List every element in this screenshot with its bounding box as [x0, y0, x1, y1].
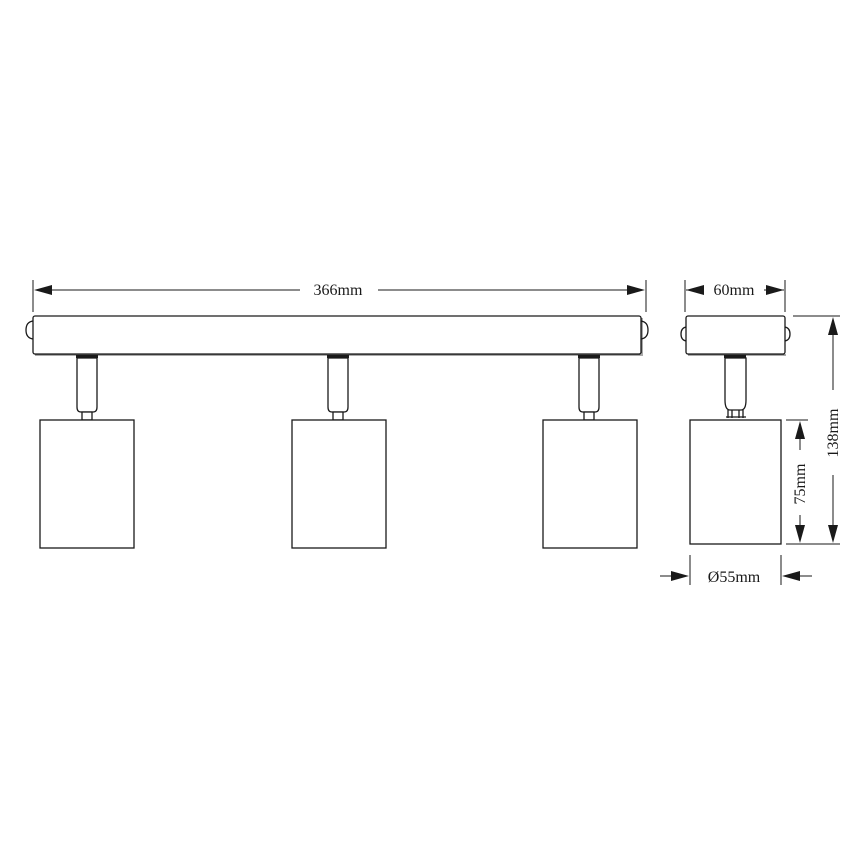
head-height-dimension: 75mm [786, 419, 809, 543]
diameter-dimension: Ø55mm [660, 555, 812, 586]
end-cap-right [640, 320, 649, 340]
spotlight-3 [542, 355, 638, 549]
length-label: 366mm [314, 282, 363, 299]
height-dimension: 138mm [786, 315, 842, 545]
diameter-label: Ø55mm [708, 569, 761, 586]
height-label: 138mm [825, 408, 842, 457]
side-bar [680, 315, 791, 356]
side-spotlight [689, 355, 782, 545]
length-dimension: 366mm [32, 280, 647, 312]
depth-label: 60mm [714, 282, 755, 299]
head-height-label: 75mm [792, 463, 809, 504]
mounting-bar [25, 315, 649, 356]
spotlight-1 [39, 355, 135, 549]
side-view: 60mm 138mm [660, 280, 842, 586]
front-view: 366mm [25, 280, 649, 549]
end-cap-left [25, 320, 34, 340]
spotlight-2 [291, 355, 387, 549]
depth-dimension: 60mm [684, 280, 786, 312]
